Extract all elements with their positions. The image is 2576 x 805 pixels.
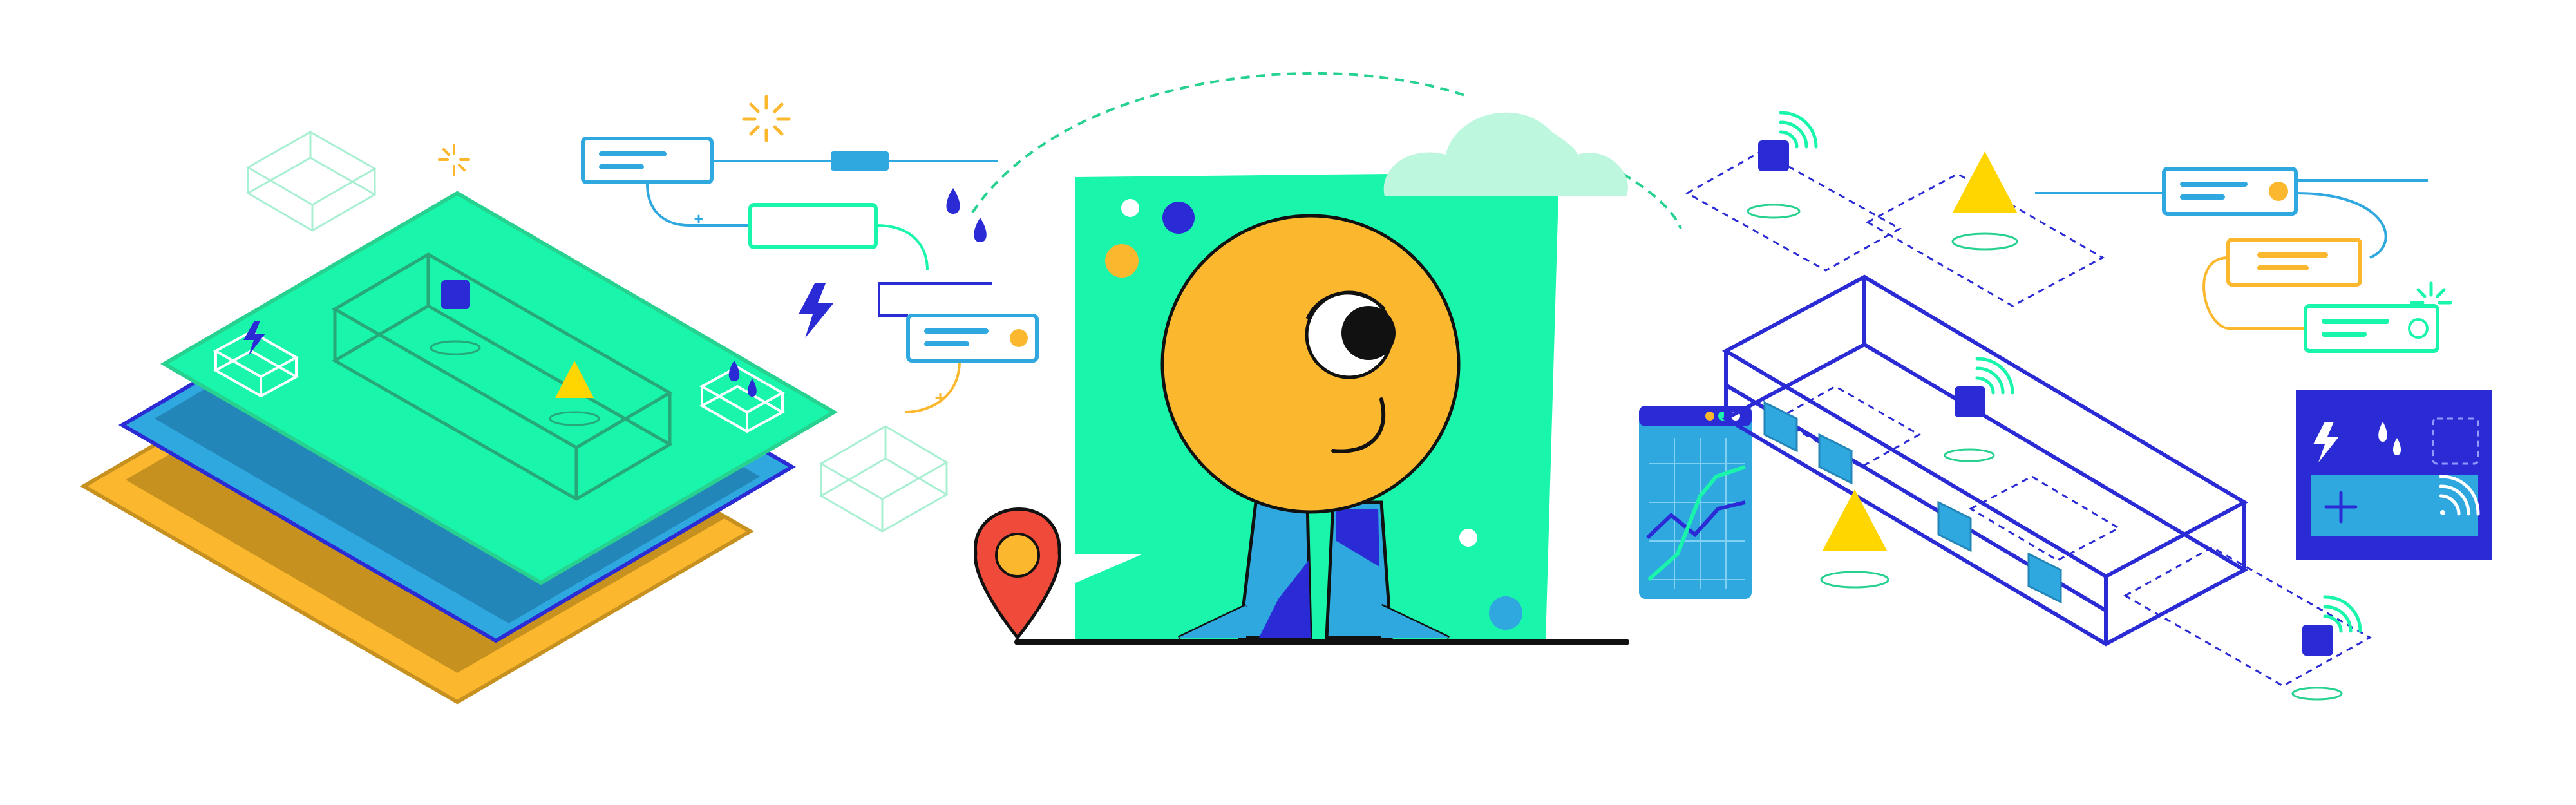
dashed-plate-1 [1685,150,1902,272]
wifi-signal-icon [2439,475,2480,516]
small-box-right [699,365,786,433]
dashed-plate-4 [1775,385,1922,468]
character-pupil [1341,306,1396,360]
small-box-left [213,330,299,398]
device-shadow [430,340,481,355]
sparkle-icon [694,214,703,223]
dashed-plate-3 [2123,546,2372,687]
right-flow-card-3 [2304,304,2439,353]
triangle-shadow [549,411,600,426]
water-drop-icon [748,379,757,397]
wireframe-box [332,252,673,501]
dashed-slot [2432,417,2479,465]
warning-triangle [1823,489,1887,551]
dashed-connection-arc [971,71,1469,214]
cloud-icon [1383,112,1628,196]
faint-cube-topleft [245,131,377,232]
dot-white-small [1459,529,1477,547]
sparkle-icon [935,393,945,403]
water-drop-icon [2392,438,2401,455]
character-panel [1014,112,1629,645]
flow-card-2 [748,203,878,249]
wifi-signal-icon [1975,357,2014,395]
flow-diagram [581,95,1039,413]
layer-stack [80,191,838,705]
dot-white [1121,199,1139,217]
dashed-plate-2 [1865,173,2105,307]
dashed-connection-arc-right [1622,173,1682,229]
wifi-device-1 [1747,111,1818,219]
dot-orange [1105,244,1139,278]
green-layer [160,191,838,585]
panel-b [1818,433,1853,485]
water-drop-icon [974,218,987,242]
panel-c [1937,500,1972,553]
flow-card-1 [581,137,714,184]
water-drop-icon [2378,422,2387,442]
lightning-icon [2313,422,2339,462]
flow-card-3 [906,314,1039,363]
location-pin-icon [974,507,1061,641]
device-square [441,280,470,309]
wifi-signal-icon [1779,111,1818,149]
iso-structure [1685,111,2372,701]
wifi-signal-icon [2323,595,2362,633]
panel-d [2027,552,2062,604]
triangle-shadow [1820,571,1889,589]
character-shade-right [1336,509,1379,567]
dot-indigo [1162,202,1195,234]
water-drop-icon [946,188,960,214]
right-flow-card-2 [2226,238,2362,287]
sparkle-icon [438,144,470,176]
dot-blue [1489,596,1522,630]
warning-triangle [1953,151,2017,213]
right-flow-card-1 [2162,167,2298,216]
control-panel [2296,390,2492,560]
wifi-device-3 [2291,595,2362,701]
warning-triangle [555,361,594,398]
sparkle-icon [2410,281,2452,305]
wifi-device-2 [1944,357,2014,462]
triangle-shadow [1951,232,2018,251]
plus-icon [2324,491,2358,524]
sparkle-icon [742,95,791,142]
lightning-icon [799,283,834,338]
character-shade-left [1259,560,1311,638]
panel-a [1763,401,1798,453]
faint-cube-middle [819,425,949,533]
right-flow-diagram [2035,167,2452,353]
lightning-icon [243,321,265,355]
character-smile [1331,397,1386,453]
line-chart-icon [1645,438,1746,589]
tablet [1639,406,1752,599]
character-eyebrow [1305,291,1386,320]
flow-connector-chip [831,151,889,171]
water-drop-icon [728,361,740,381]
dashed-plate-5 [1968,475,2121,562]
character-head [1160,214,1461,514]
